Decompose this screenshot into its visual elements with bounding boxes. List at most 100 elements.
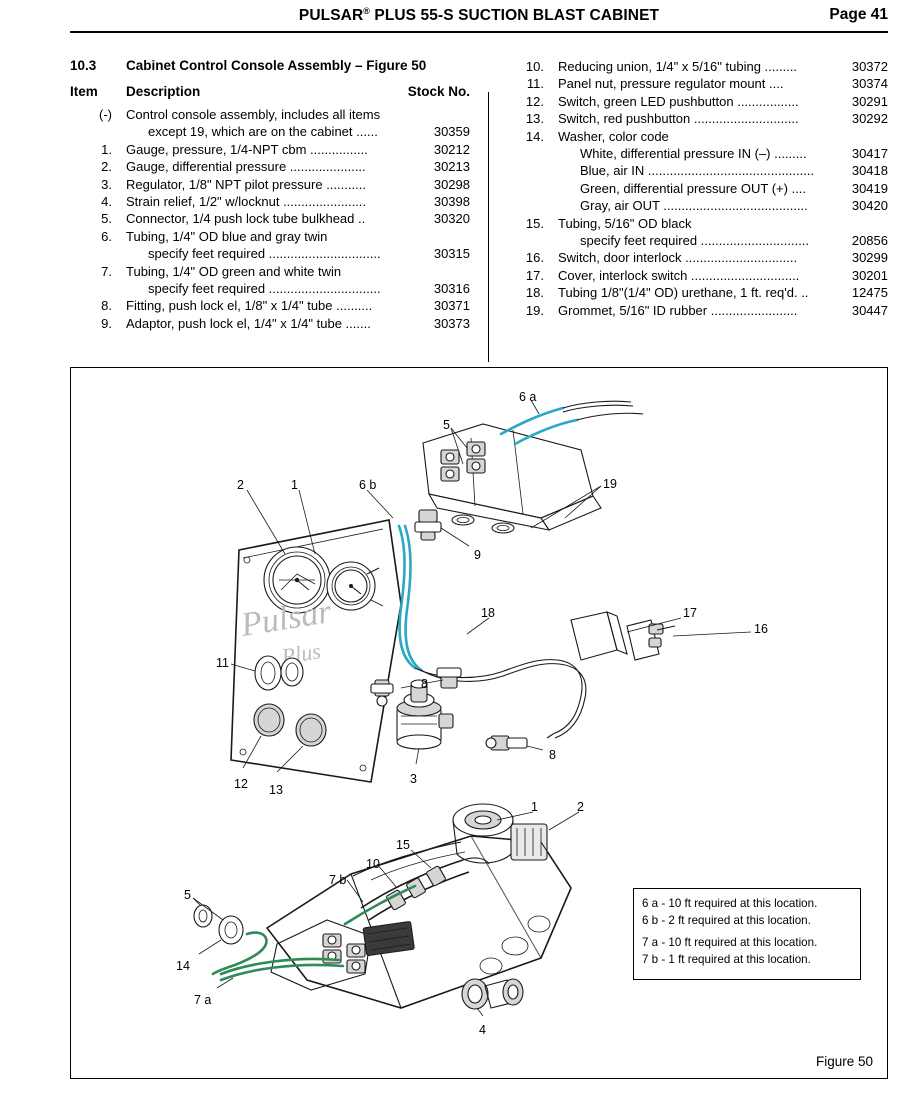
row-stock-number [468, 228, 470, 245]
row-stock-number: 30373 [433, 315, 470, 331]
row-item-number: 10. [525, 59, 544, 74]
row-description: Grommet, 5/16" ID rubber ...............… [558, 302, 798, 318]
note-line-1: 6 b - 2 ft required at this location. [642, 913, 811, 927]
row-stock-number: 30298 [433, 176, 470, 192]
note-line-3: 7 b - 1 ft required at this location. [642, 952, 811, 966]
right-rows-container: 10.Reducing union, 1/4" x 5/16" tubing .… [502, 58, 888, 319]
row-description: Regulator, 1/8" NPT pilot pressure .....… [126, 176, 366, 192]
row-stock-number: 30420 [851, 198, 888, 214]
row-item-number: 18. [525, 285, 544, 301]
row-stock-number: 30291 [851, 93, 888, 109]
row-description: Tubing 1/8"(1/4" OD) urethane, 1 ft. req… [558, 285, 809, 301]
parts-row: 17.Cover, interlock switch .............… [502, 267, 888, 284]
parts-row: 7. Tubing, 1/4" OD green and white twin [70, 263, 470, 280]
row-item-number: 2. [101, 159, 112, 175]
section-heading: 10.3 Cabinet Control Console Assembly – … [70, 58, 470, 73]
row-stock-number: 12475 [851, 285, 888, 301]
row-item-number: 9. [101, 315, 112, 331]
row-stock-number: 30371 [433, 298, 470, 314]
header-divider [70, 31, 888, 33]
parts-row: 15.Tubing, 5/16" OD black [502, 215, 888, 232]
parts-row: Gray, air OUT ..........................… [502, 197, 888, 214]
row-description: Tubing, 1/4" OD green and white twin [126, 263, 342, 279]
row-description: Washer, color code [558, 128, 669, 144]
callout-number: 16 [754, 622, 768, 636]
callout-number: 1 [531, 800, 538, 814]
title-rest: PLUS 55-S SUCTION BLAST CABINET [369, 7, 660, 25]
column-headers: Item Description Stock No. [70, 84, 470, 99]
row-item-number: 7. [101, 263, 112, 279]
callout-number: 13 [269, 783, 283, 797]
callout-number: 18 [481, 606, 495, 620]
callout-number: 7 a [194, 993, 212, 1007]
row-item-number: 19. [525, 302, 544, 318]
row-item-number [502, 180, 558, 197]
row-stock-number: 30419 [851, 180, 888, 196]
page-number: Page 41 [829, 6, 888, 23]
row-stock-number: 30213 [433, 159, 470, 175]
parts-row: Blue, air IN ...........................… [502, 162, 888, 179]
row-item-number: (-) [99, 107, 112, 122]
row-description: Panel nut, pressure regulator mount .... [558, 76, 784, 92]
parts-row: except 19, which are on the cabinet ....… [70, 123, 470, 140]
row-description: Strain relief, 1/2" w/locknut ..........… [126, 194, 367, 210]
row-stock-number: 30299 [851, 250, 888, 266]
row-description: Fitting, push lock el, 1/8" x 1/4" tube … [126, 298, 373, 314]
row-description: Tubing, 1/4" OD blue and gray twin [126, 228, 328, 244]
parts-row: 8.Fitting, push lock el, 1/8" x 1/4" tub… [70, 297, 470, 314]
row-stock-number [886, 215, 888, 232]
row-stock-number: 30372 [851, 59, 888, 74]
row-description: Gray, air OUT ..........................… [580, 198, 808, 214]
column-divider [488, 92, 489, 362]
row-description: specify feet required ..................… [148, 246, 381, 262]
callout-number: 2 [237, 478, 244, 492]
row-stock-number: 30212 [433, 141, 470, 157]
parts-row: 9. Adaptor, push lock el, 1/4" x 1/4" tub… [70, 315, 470, 332]
row-description: Connector, 1/4 push lock tube bulkhead .… [126, 211, 366, 227]
parts-column-left: 10.3 Cabinet Control Console Assembly – … [70, 58, 470, 332]
callout-number: 11 [216, 656, 229, 670]
row-description: specify feet required ..................… [580, 233, 810, 249]
note-line-2: 7 a - 10 ft required at this location. [642, 936, 818, 949]
row-description: Control console assembly, includes all i… [126, 107, 381, 122]
parts-row: 13.Switch, red pushbutton ..............… [502, 110, 888, 127]
row-item-number [70, 123, 126, 140]
row-description: Cover, interlock switch ................… [558, 267, 800, 283]
callout-number: 15 [396, 838, 410, 852]
parts-row: specify feet required ..................… [70, 245, 470, 262]
row-stock-number: 30374 [851, 76, 888, 92]
callout-number: 9 [474, 548, 481, 562]
callout-number: 10 [366, 857, 380, 871]
header-description: Description [126, 84, 201, 99]
parts-row: 4.Strain relief, 1/2" w/locknut ........… [70, 193, 470, 210]
tubing-group [370, 509, 587, 765]
callout-number: 14 [176, 959, 190, 973]
parts-row: 11.Panel nut, pressure regulator mount .… [502, 75, 888, 92]
row-description: White, differential pressure IN (–) ....… [580, 146, 807, 162]
row-stock-number: 30418 [851, 163, 888, 179]
row-description: Adaptor, push lock el, 1/4" x 1/4" tube … [126, 315, 371, 331]
console-panel-group: Pulsar Plus [230, 489, 402, 783]
row-stock-number: 30359 [433, 124, 470, 140]
svg-text:Pulsar: Pulsar [237, 593, 334, 644]
section-title: Cabinet Control Console Assembly – Figur… [126, 58, 427, 73]
header-stock-no: Stock No. [407, 84, 470, 99]
bottom-assembly-group [192, 803, 580, 1017]
parts-row: 5.Connector, 1/4 push lock tube bulkhead… [70, 210, 470, 227]
callout-number: 6 b [359, 478, 377, 492]
row-description: Gauge, pressure, 1/4-NPT cbm ...........… [126, 141, 368, 157]
figure-box: .ln{stroke:#1a1a1a;stroke-width:1.1;fill… [70, 367, 888, 1079]
interlock-switch-group [570, 611, 752, 661]
callout-number: 2 [577, 800, 584, 814]
callout-number: 17 [683, 606, 697, 620]
row-description: Gauge, differential pressure ...........… [126, 159, 366, 175]
parts-row: (-) Control console assembly, includes al… [70, 106, 470, 123]
row-stock-number: 20856 [851, 233, 888, 249]
row-item-number: 13. [525, 111, 544, 127]
callout-number: 8 [549, 748, 556, 762]
parts-column-right: 10.Reducing union, 1/4" x 5/16" tubing .… [502, 58, 888, 319]
row-item-number [502, 145, 558, 162]
page-header: PULSAR® PLUS 55-S SUCTION BLAST CABINET … [70, 6, 888, 24]
row-item-number [502, 197, 558, 214]
